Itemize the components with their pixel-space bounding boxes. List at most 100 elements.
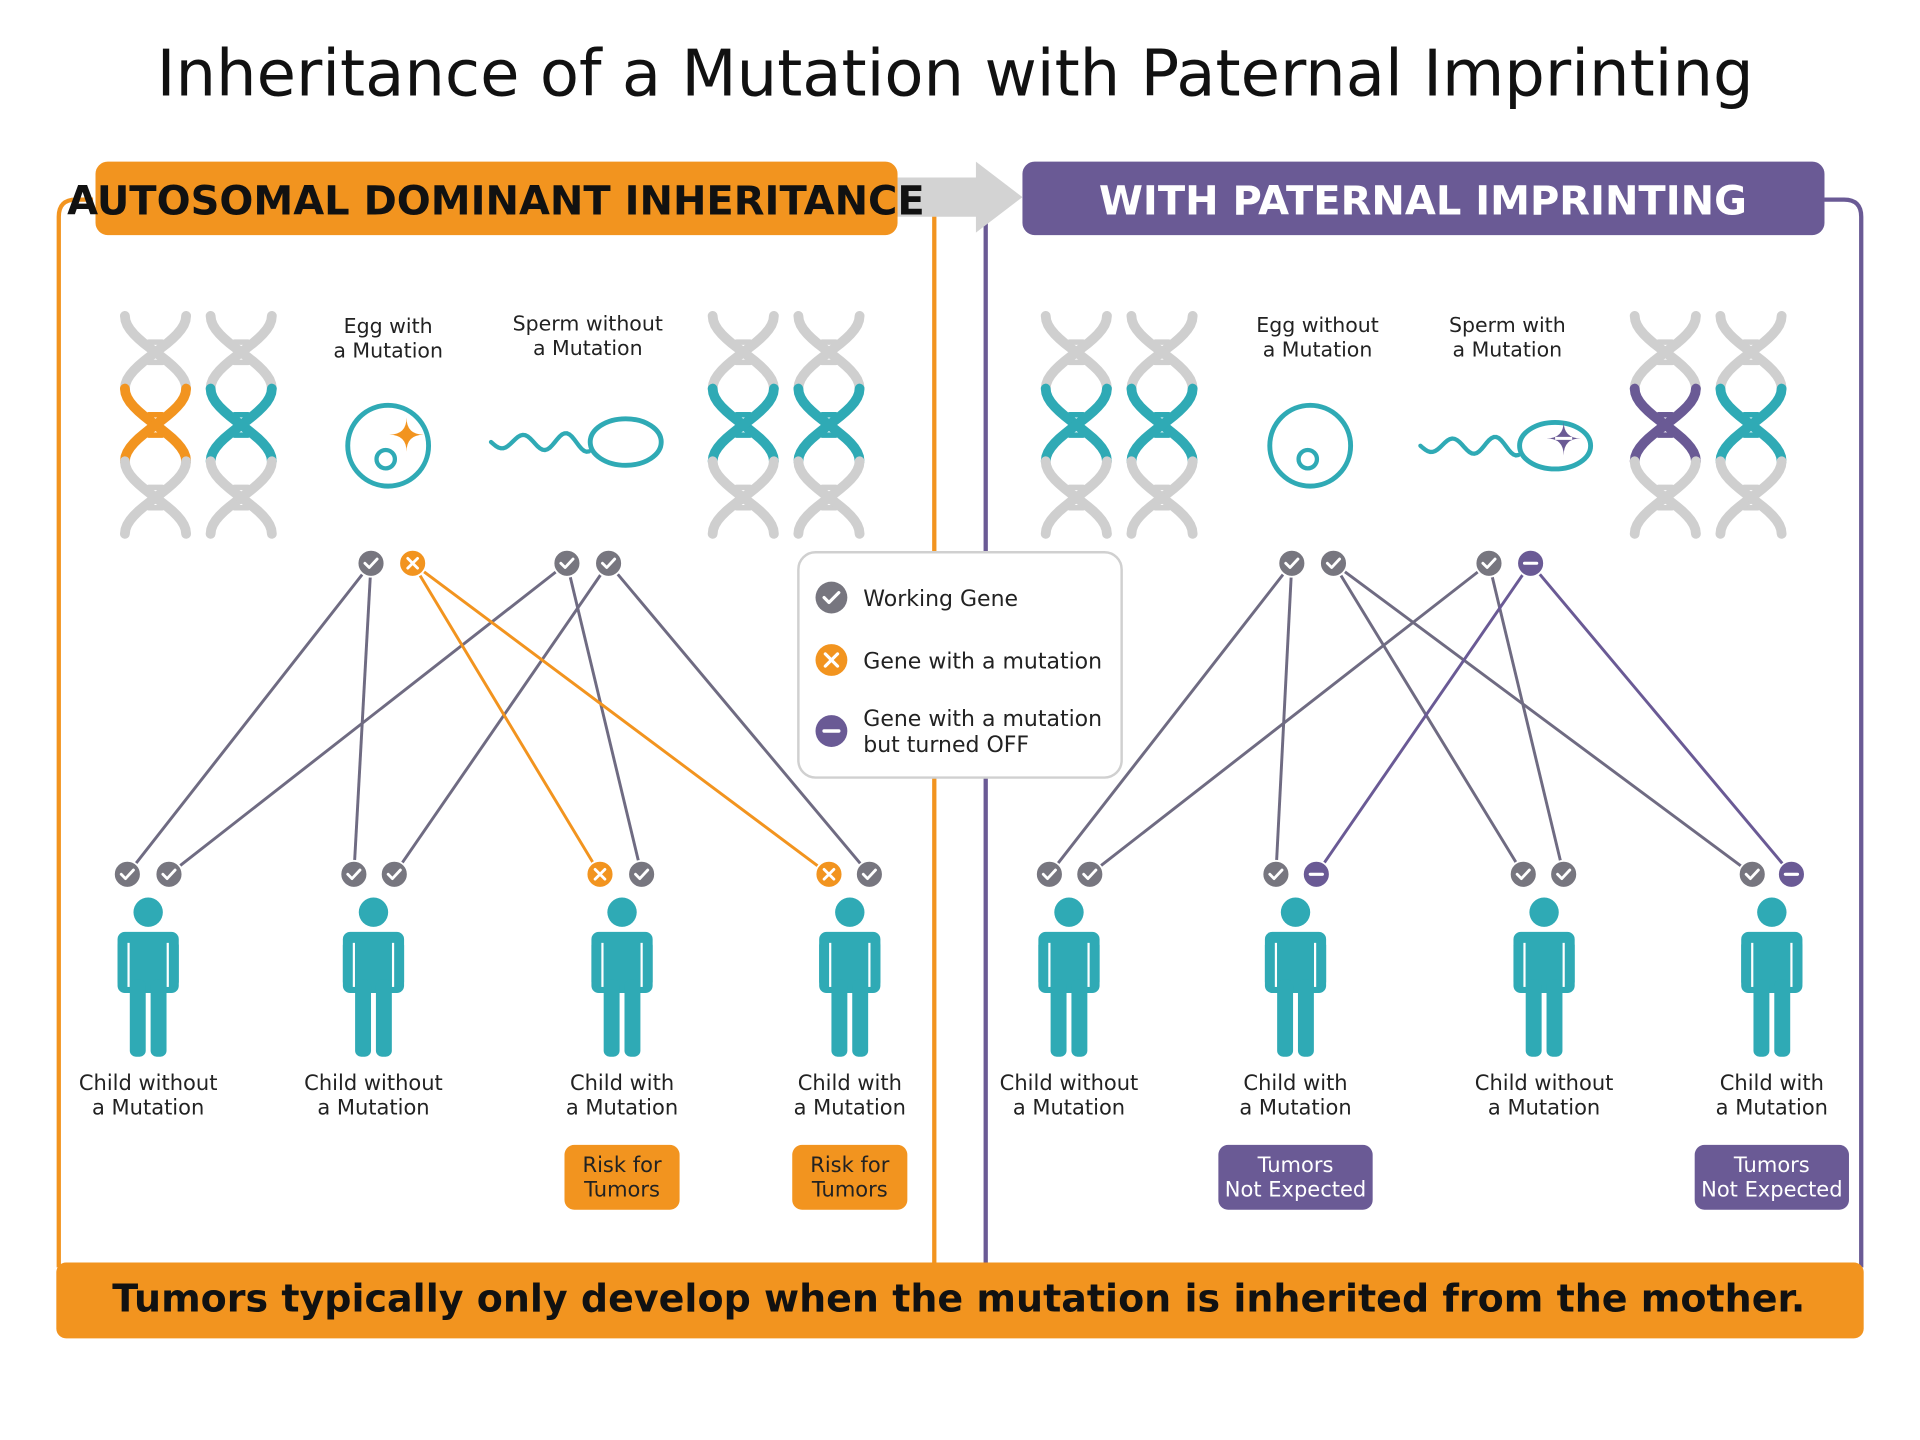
sperm-label: Sperm without <box>513 312 663 336</box>
check-icon <box>1325 557 1341 569</box>
check-icon <box>161 868 177 880</box>
arm <box>394 940 405 987</box>
arm <box>1564 940 1575 987</box>
check-icon <box>559 557 575 569</box>
outcome-badge-label: Tumors <box>1733 1153 1810 1177</box>
child-gene <box>339 859 369 889</box>
inheritance-line <box>565 562 644 875</box>
child-gene <box>1777 859 1806 889</box>
child-figure-icon <box>342 897 405 1057</box>
outcome-badge-label: Tumors <box>1257 1153 1334 1177</box>
head <box>835 897 865 927</box>
child-gene <box>1737 859 1767 889</box>
child-gene <box>1035 859 1064 889</box>
page-title: Inheritance of a Mutation with Paternal … <box>157 38 1754 112</box>
arm <box>117 940 128 987</box>
gene-dot <box>339 859 369 889</box>
dna-strand <box>120 456 192 539</box>
leg <box>355 979 372 1057</box>
father-dna-icon <box>1715 311 1787 539</box>
dna-strand <box>1040 383 1112 467</box>
check-icon <box>1481 557 1497 569</box>
arm <box>168 940 179 987</box>
parent-gene <box>552 548 582 578</box>
leg <box>150 979 167 1057</box>
arm <box>1792 940 1803 987</box>
dna-strand <box>1629 383 1701 467</box>
father-dna-icon <box>707 311 779 539</box>
child-gene <box>814 859 844 889</box>
leg <box>852 979 869 1057</box>
check-icon <box>634 868 650 880</box>
dna-strand <box>707 456 779 539</box>
child-gene <box>585 859 615 889</box>
child-label: Child with <box>1720 1071 1824 1095</box>
mutation-star-icon <box>389 417 424 452</box>
arm <box>819 940 829 987</box>
gene-dot <box>1035 859 1064 889</box>
check-icon <box>346 868 362 880</box>
check-icon <box>1082 868 1098 880</box>
gene-dot <box>1261 859 1291 889</box>
footer-message: Tumors typically only develop when the m… <box>112 1276 1805 1320</box>
child-label: a Mutation <box>1239 1095 1351 1119</box>
check-mark <box>822 591 841 605</box>
parent-gene <box>1319 548 1348 578</box>
dna-strand <box>793 383 865 467</box>
sperm-head <box>1517 419 1594 472</box>
dna-strand <box>205 311 277 394</box>
torso <box>591 931 653 994</box>
outcome-badge <box>1694 1144 1849 1210</box>
outcome-badge <box>792 1144 908 1210</box>
dna-strand <box>120 311 192 394</box>
head <box>607 897 637 927</box>
mother-dna-icon <box>1040 311 1112 539</box>
dna-strand <box>793 456 865 539</box>
child-figure-icon <box>1513 897 1575 1057</box>
gene-dot <box>594 548 623 578</box>
left-header-bar <box>95 161 898 236</box>
child-figure-icon <box>1741 897 1803 1057</box>
inheritance-line <box>1315 562 1532 876</box>
legend-label: but turned OFF <box>863 733 1029 758</box>
child-label: Child without <box>79 1071 218 1095</box>
leg <box>603 979 620 1057</box>
parent-gene <box>398 548 428 578</box>
child-label: Child without <box>304 1071 443 1095</box>
arm <box>591 940 602 987</box>
sperm-head <box>587 416 664 468</box>
footer-bar <box>56 1262 1864 1339</box>
arm <box>1264 940 1275 987</box>
child-figure-icon <box>1038 897 1100 1057</box>
inheritance-line <box>607 562 871 876</box>
legend-label: Gene with a mutation <box>863 707 1102 732</box>
arm <box>642 940 653 987</box>
outcome-badge-label: Not Expected <box>1225 1177 1366 1201</box>
head <box>1529 897 1559 927</box>
leg <box>375 979 392 1057</box>
arm <box>870 940 881 987</box>
dna-strand <box>1126 456 1198 539</box>
torso <box>1038 931 1100 994</box>
dna-strand <box>1040 456 1112 539</box>
head <box>1054 897 1084 927</box>
dna-strand <box>1126 311 1198 394</box>
mother-dna-mutated-icon <box>120 311 192 539</box>
check-icon <box>1556 868 1572 880</box>
child-gene <box>1075 859 1105 889</box>
mother-dna-icon <box>205 311 277 539</box>
child-gene <box>1508 859 1538 889</box>
child-label: Child with <box>570 1071 674 1095</box>
arm <box>1741 940 1752 987</box>
arm <box>1513 940 1524 987</box>
child-figure-icon <box>117 897 179 1057</box>
child-gene <box>379 859 409 889</box>
x-icon <box>593 867 607 881</box>
child-label: Child without <box>1475 1071 1614 1095</box>
child-label: a Mutation <box>1013 1095 1125 1119</box>
child-label: a Mutation <box>1488 1095 1600 1119</box>
legend-label: Working Gene <box>863 587 1018 612</box>
sperm-label: Sperm with <box>1449 313 1566 337</box>
dna-strand <box>1629 311 1701 394</box>
